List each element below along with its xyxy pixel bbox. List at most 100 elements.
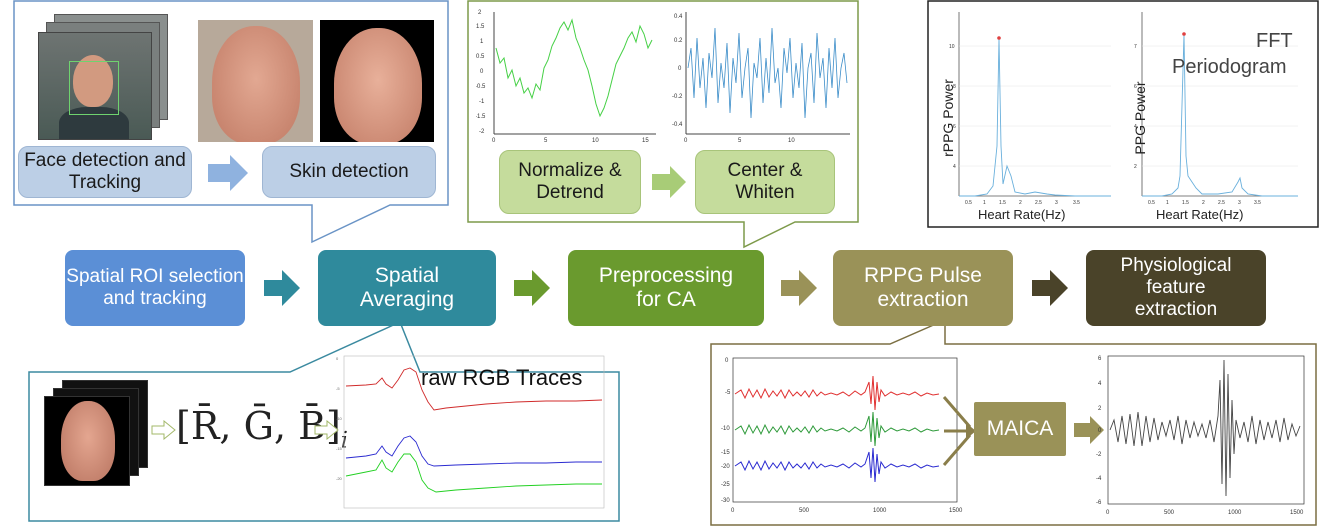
ytick: -10 [721, 426, 730, 432]
ytick: -5 [725, 390, 731, 396]
ytick: 6 [1098, 356, 1102, 362]
svg-text:10: 10 [788, 138, 795, 144]
merge-arrows-icon [942, 396, 976, 466]
svg-text:3: 3 [1055, 200, 1058, 206]
formula-subscript: i [340, 428, 348, 454]
svg-text:-1.5: -1.5 [476, 114, 486, 120]
svg-text:0.5: 0.5 [1148, 200, 1155, 206]
outline-arrow-icon [151, 420, 176, 440]
pipeline-step-spatial-averaging: Spatial Averaging [318, 250, 496, 326]
svg-text:2: 2 [1019, 200, 1022, 206]
xtick: 500 [1164, 510, 1175, 516]
svg-text:-5: -5 [336, 386, 340, 391]
pipeline-step-feature-extraction: Physiological feature extraction [1086, 250, 1266, 326]
svg-text:-0.5: -0.5 [476, 84, 486, 90]
xlabel-heart-rate-2: Heart Rate(Hz) [1156, 207, 1244, 222]
face-detection-box: Face detection and Tracking [18, 146, 192, 198]
svg-text:7: 7 [1134, 44, 1137, 50]
svg-text:1.5: 1.5 [476, 24, 485, 30]
pipeline-step-rppg-extraction: RPPG Pulse extraction [833, 250, 1013, 326]
skin-mask-image [320, 20, 434, 142]
arrow-right-icon [652, 166, 686, 198]
periodogram-title: Periodogram [1172, 56, 1287, 78]
svg-text:-1: -1 [479, 99, 485, 105]
center-whiten-box: Center & Whiten [695, 150, 835, 214]
pipeline-step-roi-selection: Spatial ROI selection and tracking [65, 250, 245, 326]
rppg-power-ylabel: rPPG Power [940, 79, 956, 157]
xtick: 1000 [1228, 510, 1242, 516]
arrow-right-icon [264, 270, 300, 306]
svg-text:5: 5 [544, 138, 548, 144]
svg-text:2.5: 2.5 [1218, 200, 1225, 206]
svg-text:2: 2 [478, 10, 482, 16]
raw-rgb-traces-plot: 0 -5 -10 -15 -20 [336, 355, 605, 509]
svg-text:0: 0 [492, 138, 496, 144]
xtick: 500 [799, 508, 810, 514]
svg-text:2: 2 [1134, 164, 1137, 170]
svg-text:0: 0 [684, 138, 688, 144]
maica-box: MAICA [974, 402, 1066, 456]
outline-arrow-icon [314, 420, 339, 440]
ppg-power-ylabel: PPG Power [1132, 81, 1148, 155]
svg-text:8: 8 [953, 84, 956, 90]
pulse-signal-plot: 6 4 2 0 -2 -4 -6 0 500 1000 1500 [1096, 355, 1305, 516]
svg-text:1: 1 [1166, 200, 1169, 206]
ytick: -15 [721, 450, 730, 456]
svg-text:1: 1 [480, 39, 484, 45]
ytick: -20 [721, 464, 730, 470]
svg-text:5: 5 [738, 138, 742, 144]
svg-text:0: 0 [480, 69, 484, 75]
ytick: -2 [1096, 452, 1102, 458]
svg-text:4: 4 [953, 164, 956, 170]
rgb-mean-formula: [R̄, Ḡ, B̄]i [176, 404, 348, 454]
xtick: 0 [731, 508, 735, 514]
ytick: -25 [721, 482, 730, 488]
xtick: 1500 [949, 508, 963, 514]
svg-text:0.2: 0.2 [674, 38, 683, 44]
svg-text:-15: -15 [336, 446, 343, 451]
ytick: 2 [1098, 406, 1102, 412]
arrow-right-icon [208, 155, 248, 191]
formula-text: [R̄, Ḡ, B̄] [176, 404, 341, 448]
svg-text:10: 10 [592, 138, 599, 144]
svg-text:2.5: 2.5 [1035, 200, 1042, 206]
svg-text:6: 6 [1134, 84, 1137, 90]
svg-text:15: 15 [642, 138, 649, 144]
normalize-detrend-box: Normalize & Detrend [499, 150, 641, 214]
svg-text:3: 3 [1238, 200, 1241, 206]
svg-text:10: 10 [949, 44, 955, 50]
xtick: 0 [1106, 510, 1110, 516]
skin-frames-image [44, 380, 148, 486]
face-crop-image [198, 20, 313, 142]
ytick: -30 [721, 498, 730, 504]
fft-title: FFT [1256, 30, 1293, 52]
svg-text:0.5: 0.5 [476, 54, 485, 60]
arrow-right-icon [781, 270, 817, 306]
skin-detection-box: Skin detection [262, 146, 436, 198]
svg-text:0: 0 [336, 356, 339, 361]
svg-text:-0.2: -0.2 [672, 94, 683, 100]
svg-text:6: 6 [953, 124, 956, 130]
xtick: 1000 [873, 508, 887, 514]
ytick: 0 [725, 358, 729, 364]
svg-text:4: 4 [1134, 124, 1137, 130]
ytick: 4 [1098, 381, 1102, 387]
arrow-right-icon [1074, 416, 1104, 444]
arrow-right-icon [514, 270, 550, 306]
svg-text:3.5: 3.5 [1073, 200, 1080, 206]
svg-text:0.4: 0.4 [674, 14, 683, 20]
ytick: -4 [1096, 476, 1102, 482]
ytick: 0 [1098, 428, 1102, 434]
pipeline-step-preprocessing: Preprocessing for CA [568, 250, 764, 326]
face-video-frames-image [38, 14, 168, 140]
svg-text:-10: -10 [336, 416, 343, 421]
svg-text:1.5: 1.5 [999, 200, 1006, 206]
svg-text:-20: -20 [336, 476, 343, 481]
rgb-pulse-signals-plot: 0 -5 -10 -15 -20 -25 -30 0 500 1000 1500 [721, 357, 963, 514]
arrow-right-icon [1032, 270, 1068, 306]
xtick: 1500 [1290, 510, 1304, 516]
